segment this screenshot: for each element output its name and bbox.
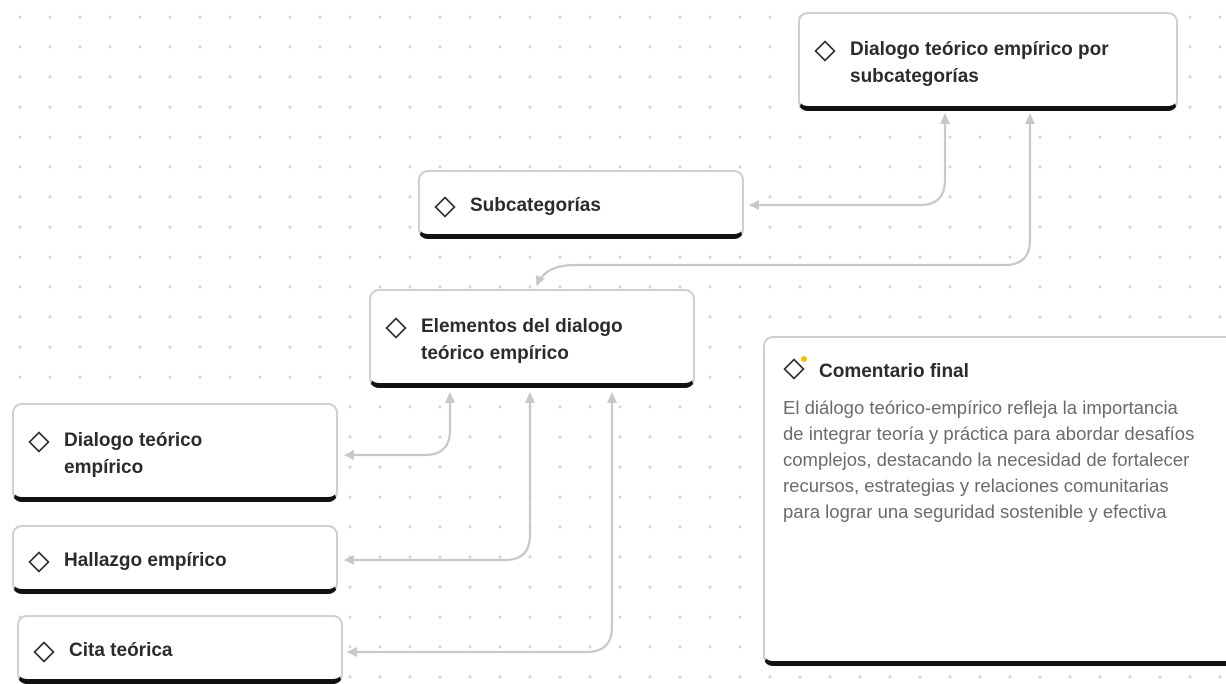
arrowhead-up	[1025, 113, 1035, 124]
diamond-icon	[28, 431, 50, 458]
comment-title: Comentario final	[819, 361, 969, 382]
connector-dialogo-teorico-to-elementos	[344, 397, 452, 460]
diamond-icon	[385, 317, 407, 344]
node-dialogo-teorico-empirico-por-subcategorias[interactable]: Dialogo teórico empírico por subcategorí…	[798, 12, 1178, 111]
node-title: Dialogo teórico empírico por subcategorí…	[850, 39, 1109, 87]
comment-body: El diálogo teórico-empírico refleja la i…	[783, 397, 1195, 522]
connector-elementos-to-dialogo-subcategorias	[535, 118, 1032, 286]
node-subcategorias[interactable]: Subcategorías	[418, 170, 744, 239]
diamond-icon	[33, 641, 55, 668]
status-dot-icon	[801, 356, 807, 362]
diamond-icon	[814, 40, 836, 67]
arrowhead-up	[445, 392, 455, 403]
node-title: Hallazgo empírico	[64, 550, 227, 571]
comment-card[interactable]: Comentario final El diálogo teórico-empí…	[763, 336, 1226, 666]
node-title: Elementos del dialogo teórico empírico	[421, 316, 623, 364]
comment-header: Comentario final	[783, 356, 969, 385]
node-title: Cita teórica	[69, 640, 173, 661]
node-hallazgo-empirico[interactable]: Hallazgo empírico	[12, 525, 338, 594]
node-title: Dialogo teórico empírico	[64, 430, 203, 478]
node-elementos-del-dialogo[interactable]: Elementos del dialogo teórico empírico	[369, 289, 695, 388]
connector-subcategorias-to-dialogo-subcategorias	[749, 118, 947, 210]
diamond-icon	[28, 551, 50, 578]
arrowhead-up	[525, 392, 535, 403]
comment-diamond-icon	[783, 356, 807, 385]
arrowhead-up	[607, 392, 617, 403]
node-dialogo-teorico-empirico[interactable]: Dialogo teórico empírico	[12, 403, 338, 502]
node-cita-teorica[interactable]: Cita teórica	[17, 615, 343, 684]
connector-hallazgo-to-elementos	[344, 397, 532, 565]
diamond-icon	[434, 196, 456, 223]
connector-cita-to-elementos	[347, 397, 614, 657]
arrowhead-up	[940, 113, 950, 124]
node-title: Subcategorías	[470, 195, 601, 216]
